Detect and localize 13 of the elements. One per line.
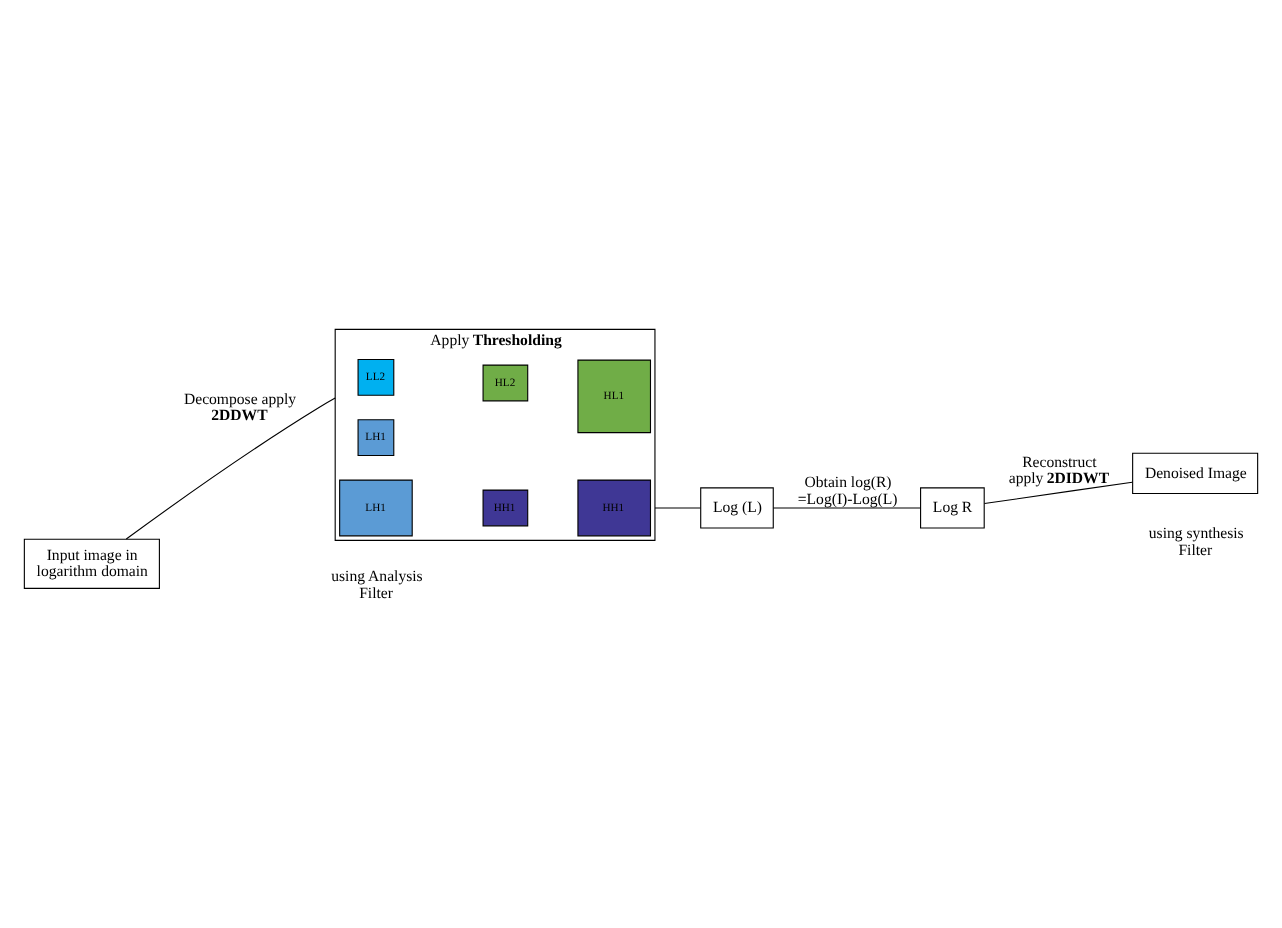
- node-box: Input image in logarithm domain: [23, 537, 160, 588]
- label: using Analysis Filter: [331, 565, 423, 601]
- node-box: Log (L): [700, 486, 774, 528]
- edge-label: Decompose apply 2DDWT: [183, 389, 297, 424]
- connector: [125, 396, 336, 539]
- connector: [772, 506, 922, 508]
- edge-label: Obtain log(R) =Log(I)-Log(L): [797, 471, 898, 507]
- node-box: Log R: [920, 486, 985, 528]
- label: using synthesis Filter: [1148, 523, 1244, 559]
- connector: [654, 506, 701, 508]
- connector: [983, 480, 1133, 504]
- edge-label: Reconstruct apply 2DIDWT: [1008, 451, 1110, 486]
- node-box: Denoised Image: [1132, 451, 1259, 493]
